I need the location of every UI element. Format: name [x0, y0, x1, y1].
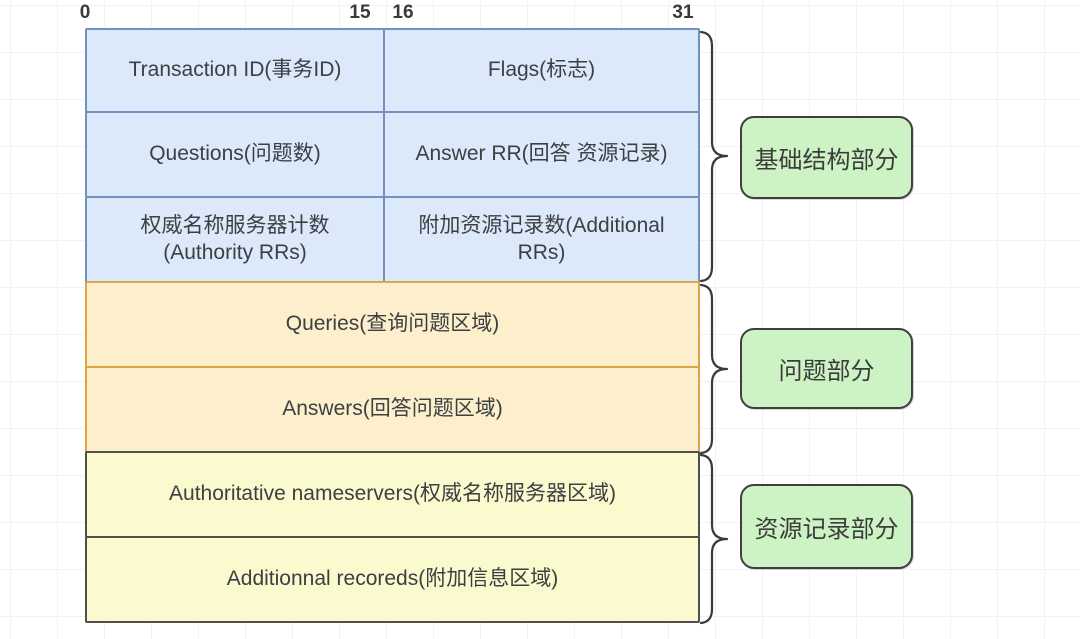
row-additional-records[interactable]: Additionnal recoreds(附加信息区域) [85, 536, 700, 623]
bit-label-15: 15 [349, 2, 371, 23]
cell-transaction-id[interactable]: Transaction ID(事务ID) [85, 28, 385, 113]
bit-label-0: 0 [79, 2, 91, 23]
row-queries[interactable]: Queries(查询问题区域) [85, 281, 700, 368]
brace-base-section [699, 30, 729, 283]
cell-answer-rr[interactable]: Answer RR(回答 资源记录) [383, 111, 700, 198]
cell-flags[interactable]: Flags(标志) [383, 28, 700, 113]
section-label-resource[interactable]: 资源记录部分 [740, 484, 913, 569]
section-label-base[interactable]: 基础结构部分 [740, 116, 913, 199]
cell-authority-rrs[interactable]: 权威名称服务器计数 (Authority RRs) [85, 196, 385, 283]
bit-label-16: 16 [392, 2, 414, 23]
brace-resource-section [699, 453, 729, 625]
row-answers[interactable]: Answers(回答问题区域) [85, 366, 700, 453]
bit-label-31: 31 [672, 2, 694, 23]
section-label-question[interactable]: 问题部分 [740, 328, 913, 409]
cell-additional-rrs[interactable]: 附加资源记录数(Additional RRs) [383, 196, 700, 283]
row-authoritative-nameservers[interactable]: Authoritative nameservers(权威名称服务器区域) [85, 451, 700, 538]
brace-question-section [699, 283, 729, 455]
cell-questions[interactable]: Questions(问题数) [85, 111, 385, 198]
